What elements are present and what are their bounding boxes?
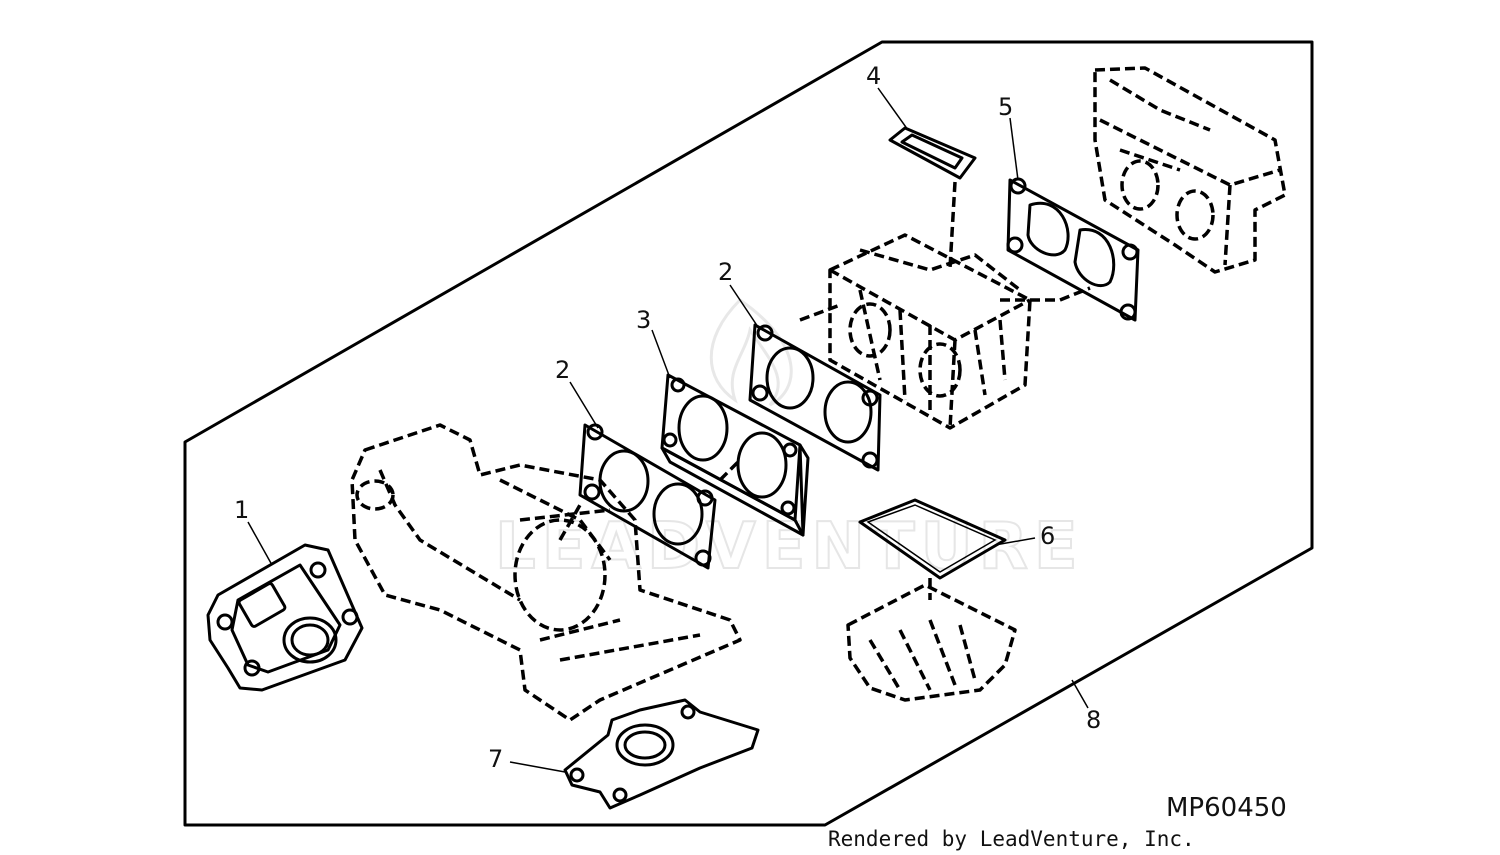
- gasket-2-upper: [748, 323, 882, 472]
- gasket-4: [888, 126, 977, 180]
- figure-number: MP60450: [1166, 793, 1287, 823]
- gasket-5: [1006, 177, 1140, 322]
- gasket-2-lower: [578, 423, 717, 570]
- carburetor-body: [828, 233, 1032, 430]
- alignment-lines: [558, 181, 1091, 600]
- callout-3: 3: [636, 306, 651, 334]
- float-bowl: [846, 583, 1017, 702]
- callout-4: 4: [866, 62, 881, 90]
- air-cleaner-base: [1093, 66, 1287, 274]
- callout-8: 8: [1086, 706, 1101, 734]
- gasket-7: [563, 698, 760, 810]
- callout-2-lower: 2: [555, 356, 570, 384]
- callout-6: 6: [1040, 522, 1055, 550]
- callout-2-upper: 2: [718, 258, 733, 286]
- spacer-3: [660, 373, 810, 537]
- callout-1: 1: [234, 496, 249, 524]
- kit-outline: [183, 40, 1314, 827]
- watermark: LEADVENTURE: [495, 510, 1084, 584]
- gasket-1: [206, 543, 364, 692]
- callout-5: 5: [998, 93, 1013, 121]
- intake-manifold: [350, 423, 742, 722]
- gasket-6: [858, 498, 1007, 580]
- leader-lines: [247, 87, 1089, 773]
- callout-7: 7: [488, 745, 503, 773]
- credit-text: Rendered by LeadVenture, Inc.: [828, 827, 1195, 851]
- watermark-flame-icon: [709, 298, 793, 407]
